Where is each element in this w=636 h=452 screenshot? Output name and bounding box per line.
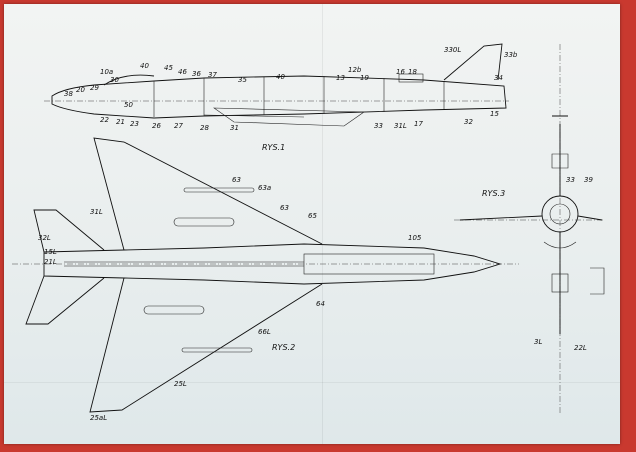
plan-view-aircraft [12, 137, 519, 413]
side-label: 40 [276, 73, 285, 81]
plan-label: 25L [174, 380, 187, 388]
side-label: 15 [490, 110, 499, 118]
side-label: 32 [464, 118, 473, 126]
plan-label: 63 [232, 176, 241, 184]
side-label: 26 [152, 122, 161, 130]
plan-label: 63 [280, 204, 289, 212]
side-label: 30 [110, 76, 119, 84]
side-label: 35 [238, 76, 247, 84]
side-label: 33 [374, 122, 383, 130]
front-view-aircraft [454, 44, 605, 414]
side-label: 31 [230, 124, 239, 132]
side-label: 31L [394, 122, 407, 130]
side-label: 13 [336, 74, 345, 82]
front-label: 3L [534, 338, 542, 346]
drawing-sheet: 330L 33b 34 38 20 29 30 10a 50 40 45 46 … [4, 4, 620, 444]
plan-label: 63a [258, 184, 271, 192]
caption-rys3: RYS.3 [482, 189, 505, 198]
caption-rys2: RYS.2 [272, 343, 295, 352]
side-label: 19 [360, 74, 369, 82]
side-label: 330L [444, 46, 461, 54]
plan-label: 15L [44, 248, 57, 256]
fold-line-horizontal [4, 382, 620, 383]
front-label: 39 [584, 176, 593, 184]
plan-label: 65 [308, 212, 317, 220]
side-label: 23 [130, 120, 139, 128]
side-label: 40 [140, 62, 149, 70]
side-label: 29 [90, 84, 99, 92]
side-label: 50 [124, 101, 133, 109]
side-label: 27 [174, 122, 183, 130]
plan-view-labels: 63 63 63a 65 64 66L 105 31L 32L 15L 21L … [38, 176, 422, 422]
plan-label: 66L [258, 328, 271, 336]
front-view-labels: 33 39 22L 3L [534, 176, 593, 352]
side-label: 18 [408, 68, 417, 76]
side-label: 16 [396, 68, 405, 76]
side-label: 37 [208, 71, 217, 79]
side-label: 17 [414, 120, 423, 128]
plan-label: 64 [316, 300, 325, 308]
side-label: 21 [116, 118, 125, 126]
side-label: 34 [494, 74, 503, 82]
side-label: 33b [504, 51, 518, 59]
side-view-aircraft [44, 43, 509, 127]
side-label: 12b [348, 66, 362, 74]
side-label: 10a [100, 68, 113, 76]
front-label: 22L [574, 344, 587, 352]
plan-label: 25aL [90, 414, 107, 422]
side-label: 22 [100, 116, 109, 124]
plan-label: 32L [38, 234, 51, 242]
side-label: 46 [178, 68, 187, 76]
side-label: 36 [192, 70, 201, 78]
plan-label: 21L [44, 258, 57, 266]
side-label: 45 [164, 64, 173, 72]
plan-label: 105 [408, 234, 422, 242]
fold-line-vertical [322, 4, 323, 444]
front-label: 33 [566, 176, 575, 184]
caption-rys1: RYS.1 [262, 143, 285, 152]
plan-label: 31L [90, 208, 103, 216]
side-label: 28 [200, 124, 209, 132]
side-view-labels: 330L 33b 34 38 20 29 30 10a 50 40 45 46 … [64, 46, 518, 132]
technical-drawing: 330L 33b 34 38 20 29 30 10a 50 40 45 46 … [12, 43, 605, 422]
side-label: 20 [76, 86, 85, 94]
side-label: 38 [64, 90, 73, 98]
